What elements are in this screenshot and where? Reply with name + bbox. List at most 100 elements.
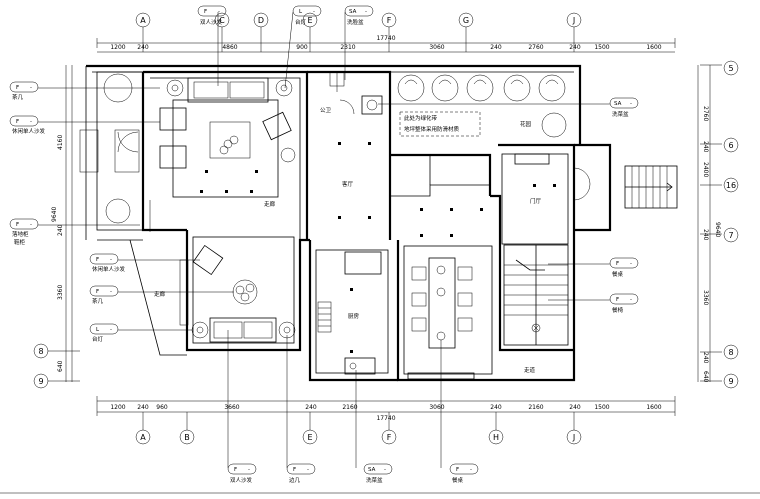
callout-code: F [16, 119, 19, 125]
callout-sub: - [218, 9, 220, 15]
dimension-label: 2160 [342, 404, 357, 411]
grid-label-bottom-b: B [184, 433, 190, 442]
callout-tag: SA - 洗脸盆 [344, 5, 374, 80]
grid-label-bottom-j: J [572, 433, 575, 442]
dimension-label: 2760 [528, 44, 543, 51]
dimension-label: 240 [490, 404, 502, 411]
dimension-label: 2400 [702, 162, 709, 177]
callout-sub: - [384, 467, 386, 473]
grid-label-bottom-a: A [140, 433, 146, 442]
living-room-furniture [79, 77, 296, 173]
callout-sub: - [30, 222, 32, 228]
callout-tag: F - 茶几 [9, 81, 160, 101]
dimension-label: 240 [702, 229, 709, 241]
garden-trees [103, 73, 567, 224]
grid-label-bottom-e: E [307, 433, 312, 442]
dimension-label: 240 [490, 44, 502, 51]
dimension-label: 240 [137, 44, 149, 51]
callout-label: 台灯 [92, 335, 104, 343]
dimension-label: 4160 [57, 135, 64, 150]
grid-label-top-a: A [140, 16, 146, 25]
callout-tag: F - 双人沙发 [227, 330, 257, 484]
stairs-interior [504, 245, 568, 345]
callout-tag: F - 餐椅 [548, 293, 639, 314]
dimension-label: 1500 [594, 404, 609, 411]
dimension-label: 3360 [57, 285, 64, 300]
grid-label-right-7: 7 [728, 231, 733, 240]
callout-sub: - [30, 119, 32, 125]
dimension-label: 1200 [110, 404, 125, 411]
dimension-label: 960 [156, 404, 168, 411]
callout-label: 双人沙发 [200, 18, 223, 26]
callout-label: 餐桌 [612, 270, 624, 278]
dimension-label: 1200 [110, 44, 125, 51]
dimension-label: 240 [569, 404, 581, 411]
room-label-hall: 门厅 [530, 197, 542, 205]
room-label-aisle: 走廊 [264, 200, 276, 208]
note-flooring: 地坪整体采用防滑材质 [404, 125, 460, 133]
dimension-label: 3060 [429, 44, 444, 51]
dimension-label: 240 [137, 404, 149, 411]
callout-tag: L - 台灯 [284, 5, 322, 89]
dimension-label: 2310 [340, 44, 355, 51]
callout-code: L [299, 9, 303, 15]
stairs-exterior [624, 165, 678, 209]
callout-sub: - [30, 85, 32, 91]
callout-code: F [293, 467, 296, 473]
callout-tag: L - 台灯 [89, 323, 192, 343]
grid-label-right-9: 9 [728, 377, 733, 386]
callout-code: SA [349, 9, 357, 15]
callout-tag: F - 休闲单人沙发 [89, 253, 200, 273]
dimension-label: 240 [702, 352, 709, 364]
dimension-label: 3660 [224, 404, 239, 411]
callout-code: F [234, 467, 237, 473]
grid-label-right-8: 8 [728, 348, 733, 357]
grid-label-bottom-h: H [493, 433, 499, 442]
callout-label: 双人沙发 [230, 476, 253, 484]
grid-label-top-d: D [258, 16, 264, 25]
callout-label: 洗菜盆 [366, 476, 383, 484]
callout-code: L [96, 327, 100, 333]
room-label-living: 客厅 [342, 180, 354, 188]
dimension-label: 240 [569, 44, 581, 51]
callout-label: 茶几 [92, 297, 104, 305]
grid-label-top-f: F [387, 16, 392, 25]
ceiling-light-fixtures [200, 142, 556, 353]
callout-label: 洗脸盆 [347, 18, 364, 26]
callout-label: 台灯 [295, 18, 307, 26]
callout-label: 休闲单人沙发 [12, 127, 46, 135]
callout-sub: - [630, 101, 632, 107]
dimension-label: 900 [296, 44, 308, 51]
callout-sub: - [248, 467, 250, 473]
callout-label: 洗菜盆 [612, 110, 629, 118]
callout-code: F [204, 9, 207, 15]
grid-axis-left: 4160 240 3360 640 9640 8 9 [33, 65, 80, 389]
callout-label: 餐桌 [452, 476, 464, 484]
grid-axis-top: A C D E F G J [135, 12, 582, 52]
callout-label: 鞋柜 [14, 238, 26, 246]
dimension-total-left: 9640 [51, 207, 58, 222]
dimension-label: 4860 [222, 44, 237, 51]
callout-sub: - [630, 297, 632, 303]
callout-code: F [456, 467, 459, 473]
kitchen-fixtures [317, 251, 382, 375]
grid-label-right-5: 5 [728, 64, 733, 73]
dimension-bottom: 1200 240 960 3660 240 2160 3060 240 2160… [96, 396, 676, 422]
callout-code: SA [614, 101, 622, 107]
dimension-label: 3360 [702, 290, 709, 305]
grid-axis-right: 5 6 16 7 8 9 2760 240 2400 240 3360 240 … [697, 60, 739, 389]
callout-sub: - [110, 257, 112, 263]
callout-code: F [16, 85, 19, 91]
dimension-label: 240 [57, 224, 64, 236]
grid-label-top-e: E [307, 16, 312, 25]
callout-tag: F - 落地柜 [9, 218, 140, 238]
callout-code: SA [368, 467, 376, 473]
walls [85, 64, 612, 382]
callout-code: F [16, 222, 19, 228]
callout-tag: SA - 洗菜盆 [355, 370, 393, 484]
callout-sub: - [110, 327, 112, 333]
grid-label-top-j: J [572, 16, 575, 25]
dimension-label: 1500 [594, 44, 609, 51]
callout-label: 边几 [289, 476, 301, 484]
